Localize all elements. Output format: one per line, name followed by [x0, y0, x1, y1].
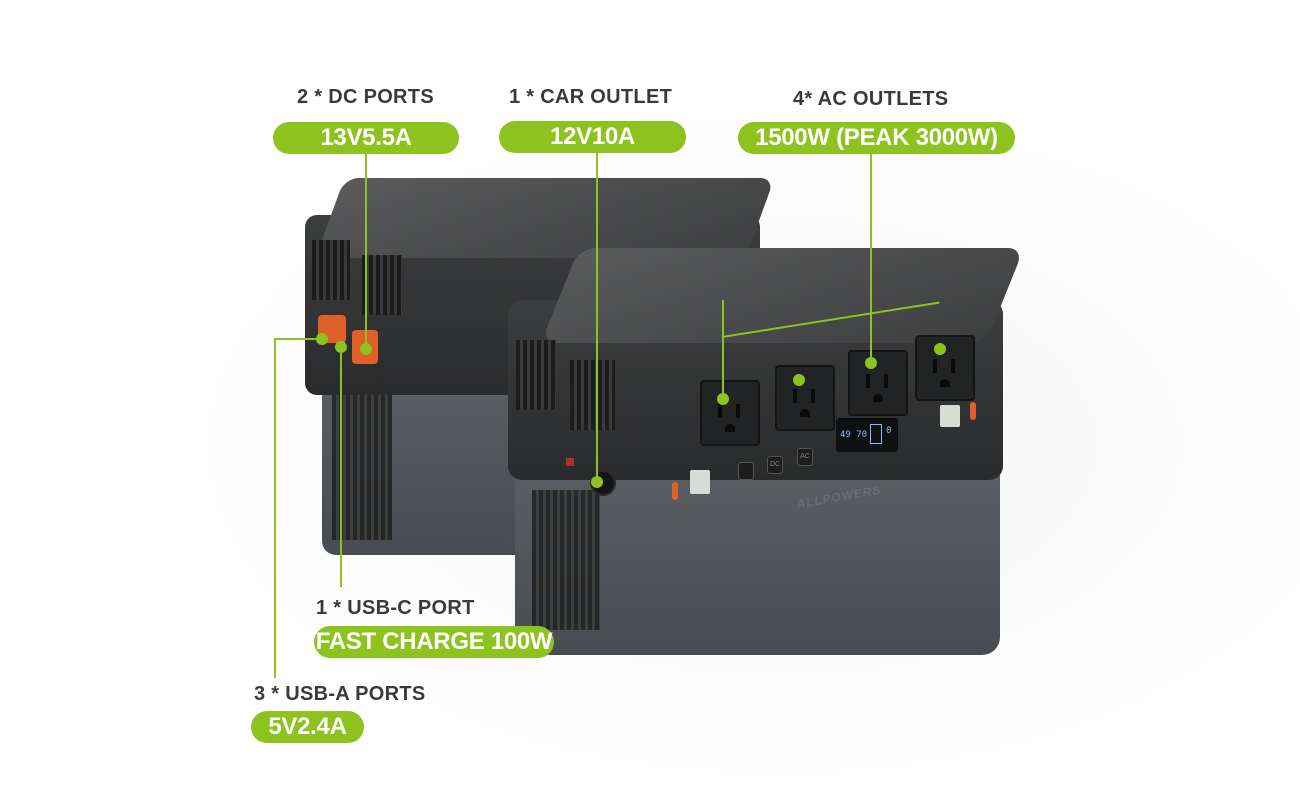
usba-callout-dot — [316, 333, 328, 345]
light-icon — [690, 470, 710, 494]
dc-callout-line — [365, 152, 367, 347]
power-button[interactable] — [738, 462, 754, 480]
car-callout-dot — [591, 476, 603, 488]
front-device-side-vent — [532, 490, 600, 630]
lcd-display: 49 70 0 — [836, 418, 898, 452]
usb-c-port — [672, 482, 678, 500]
usb-c-port-right — [970, 402, 976, 420]
ac-callout-branch — [722, 299, 724, 396]
dc-callout-dot — [360, 343, 372, 355]
ac-outlets-label: 4* AC OUTLETS — [793, 88, 949, 110]
front-device-vent-right — [570, 360, 615, 430]
ac-outlet-4-dot — [934, 343, 946, 355]
usb-c-spec: FAST CHARGE 100W — [314, 626, 554, 658]
usba-callout-line — [274, 338, 276, 678]
dc-ports-spec: 13V5.5A — [273, 122, 459, 154]
lcd-input-value: 49 70 — [840, 430, 868, 440]
lcd-output-value: 0 — [886, 426, 892, 436]
ac-outlet-2 — [775, 365, 835, 431]
dc-button[interactable]: DC — [767, 456, 783, 474]
ac-outlet-1-dot — [717, 393, 729, 405]
usbc-callout-line — [340, 347, 342, 587]
usbc-callout-dot — [335, 341, 347, 353]
ac-callout-line — [870, 152, 872, 360]
ac-button[interactable]: AC — [797, 448, 813, 466]
ac-outlet-1 — [700, 380, 760, 446]
indicator-light — [566, 458, 574, 466]
dc-ports-label: 2 * DC PORTS — [297, 86, 434, 108]
car-outlet-spec: 12V10A — [499, 121, 686, 153]
usb-c-label: 1 * USB-C PORT — [316, 597, 475, 619]
usb-a-spec: 5V2.4A — [251, 711, 364, 743]
ac-outlet-3-dot — [865, 357, 877, 369]
ac-outlets-spec: 1500W (PEAK 3000W) — [738, 122, 1015, 154]
front-device-vent-left — [516, 340, 556, 410]
light-icon-right — [940, 405, 960, 427]
back-device-lid — [315, 178, 775, 258]
ac-outlet-2-dot — [793, 374, 805, 386]
car-outlet-label: 1 * CAR OUTLET — [509, 86, 673, 108]
battery-icon — [870, 424, 882, 444]
usb-a-label: 3 * USB-A PORTS — [254, 683, 426, 705]
front-device-lid — [540, 248, 1025, 343]
car-callout-line — [596, 152, 598, 482]
usba-callout-horizontal — [274, 338, 322, 340]
back-device-side-vent — [332, 390, 392, 540]
back-device-vent-right — [362, 255, 402, 315]
back-device-vent-left — [312, 240, 350, 300]
ac-outlet-3 — [848, 350, 908, 416]
